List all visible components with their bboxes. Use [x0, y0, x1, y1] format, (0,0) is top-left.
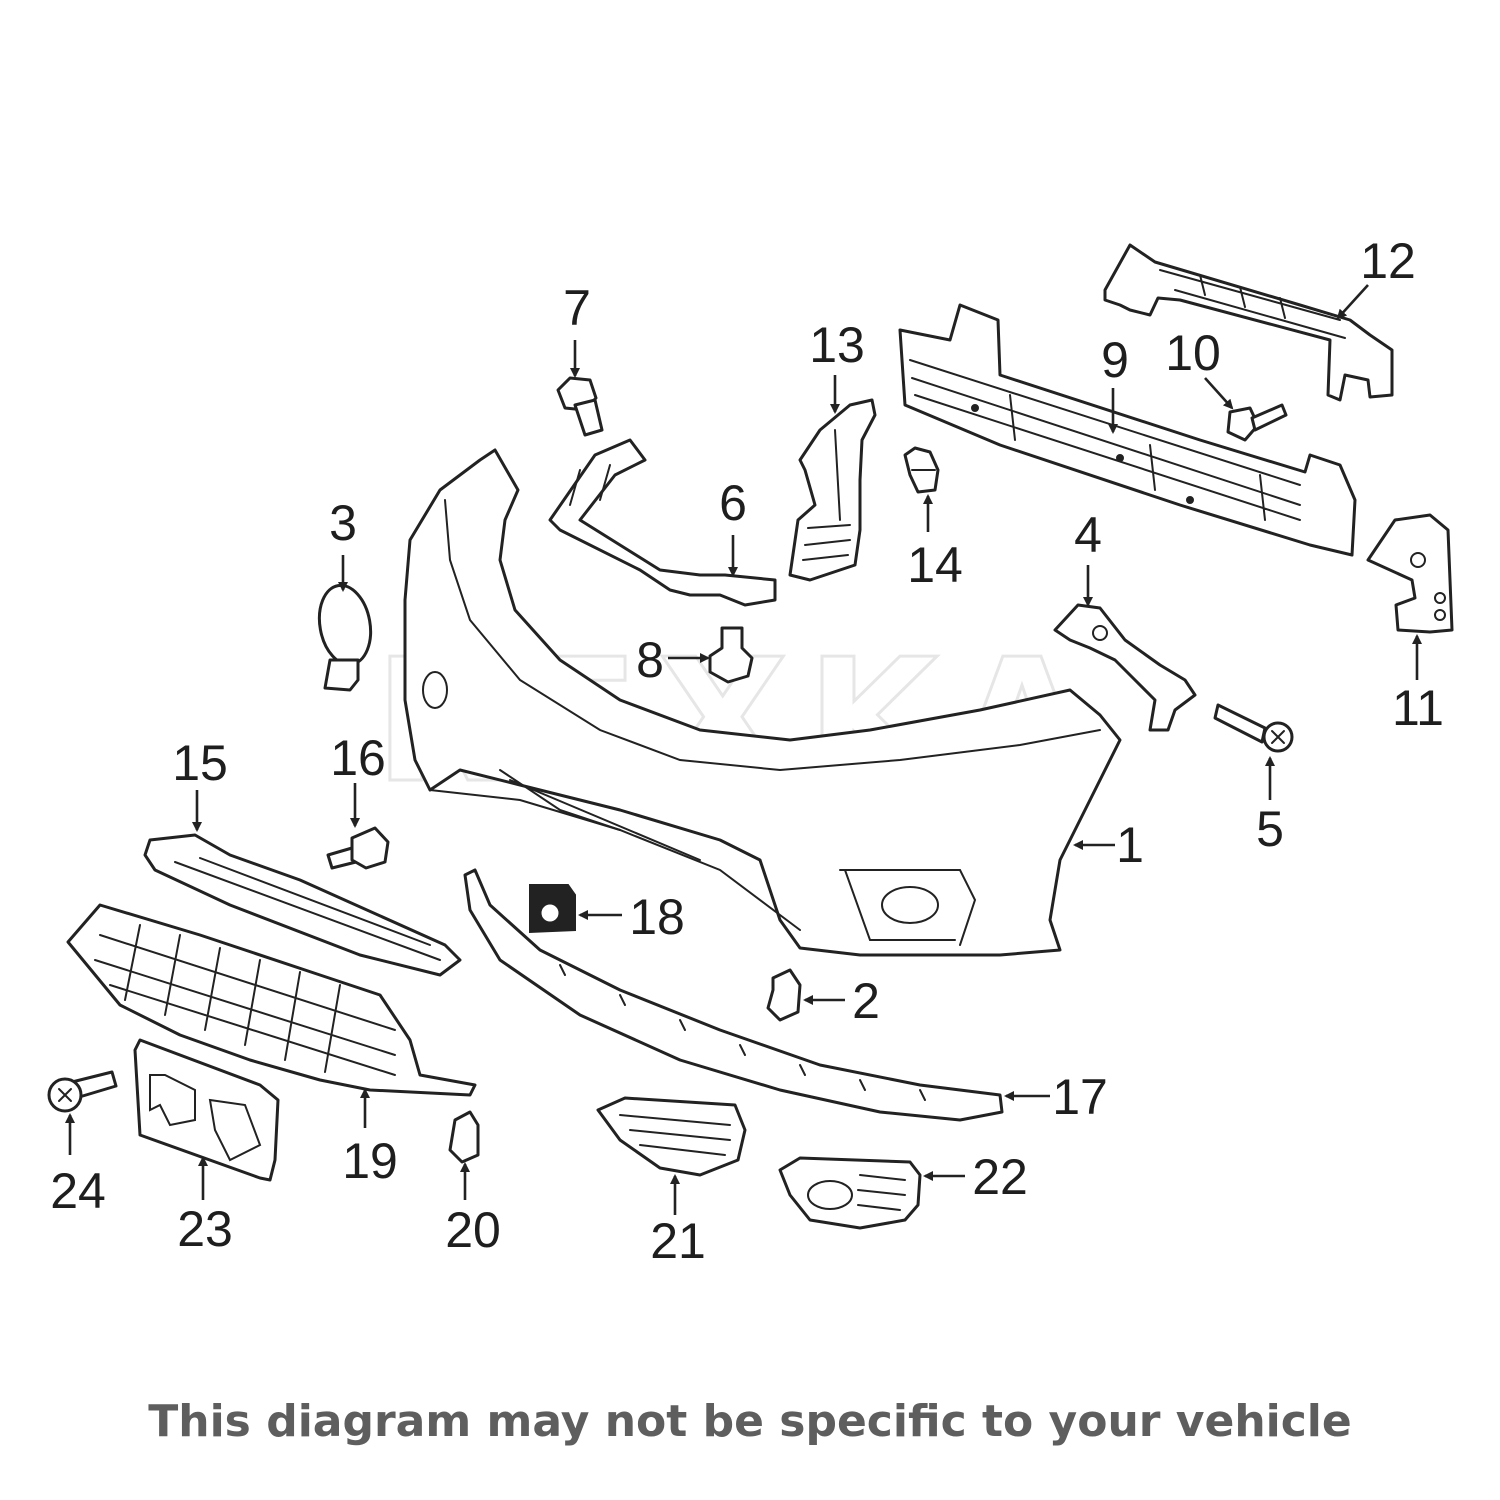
- part-10-bolt: [1226, 403, 1288, 442]
- callout-14: 14: [907, 537, 963, 593]
- part-6-upper-bracket: [548, 438, 777, 607]
- part-3-tow-hook-cover: [317, 583, 373, 692]
- part-19-lower-grille: [66, 903, 477, 1097]
- part-20-clip: [448, 1110, 480, 1164]
- part-16-bolt: [326, 826, 390, 870]
- part-1-bumper-cover: [403, 448, 1122, 957]
- leader-10: [1204, 377, 1234, 410]
- callout-11: 11: [1392, 680, 1444, 736]
- part-14-clip: [903, 446, 940, 494]
- part-15-grille-molding: [143, 833, 462, 977]
- part-2-clip: [766, 968, 802, 1022]
- part-18-spacer-block: [529, 884, 576, 934]
- part-23-license-bracket: [133, 1038, 280, 1182]
- part-22-fog-bezel: [778, 1156, 922, 1230]
- part-5-screw: [1213, 703, 1294, 753]
- part-7-bolt: [556, 376, 604, 437]
- part-17-lower-spoiler: [463, 868, 1004, 1122]
- callout-24: 24: [50, 1163, 106, 1219]
- part-4-side-bracket: [1053, 603, 1197, 732]
- callout-7: 7: [563, 280, 591, 336]
- leader-arrows: [65, 284, 1422, 1215]
- part-13-mount-bracket: [788, 398, 877, 582]
- callout-18: 18: [629, 889, 685, 945]
- callout-12: 12: [1360, 233, 1416, 289]
- part-12-upper-absorber: [1103, 243, 1394, 402]
- callout-8: 8: [636, 632, 664, 688]
- callout-9: 9: [1101, 332, 1129, 388]
- callout-15: 15: [172, 735, 228, 791]
- part-24-screw: [47, 1070, 118, 1113]
- callout-10: 10: [1165, 325, 1221, 381]
- callout-5: 5: [1256, 801, 1284, 857]
- callout-labels: 1 2 3 4 5 6 7 8 9 10 11 12 13 14 15 16 1…: [50, 233, 1444, 1269]
- callout-2: 2: [852, 973, 880, 1029]
- callout-16: 16: [330, 730, 386, 786]
- part-9-impact-bar: [898, 303, 1357, 557]
- disclaimer-text: This diagram may not be specific to your…: [148, 1396, 1352, 1447]
- callout-20: 20: [445, 1202, 501, 1258]
- callout-1: 1: [1116, 817, 1144, 873]
- callout-17: 17: [1052, 1069, 1108, 1125]
- leader-12: [1336, 284, 1369, 320]
- part-11-side-bracket: [1366, 513, 1454, 634]
- callout-22: 22: [972, 1149, 1028, 1205]
- callout-4: 4: [1074, 507, 1102, 563]
- callout-21: 21: [650, 1213, 706, 1269]
- callout-6: 6: [719, 475, 747, 531]
- part-8-clip: [708, 626, 754, 684]
- callout-19: 19: [342, 1133, 398, 1189]
- callout-23: 23: [177, 1201, 233, 1257]
- callout-3: 3: [329, 495, 357, 551]
- callout-13: 13: [809, 317, 865, 373]
- part-21-fog-cover: [596, 1096, 747, 1177]
